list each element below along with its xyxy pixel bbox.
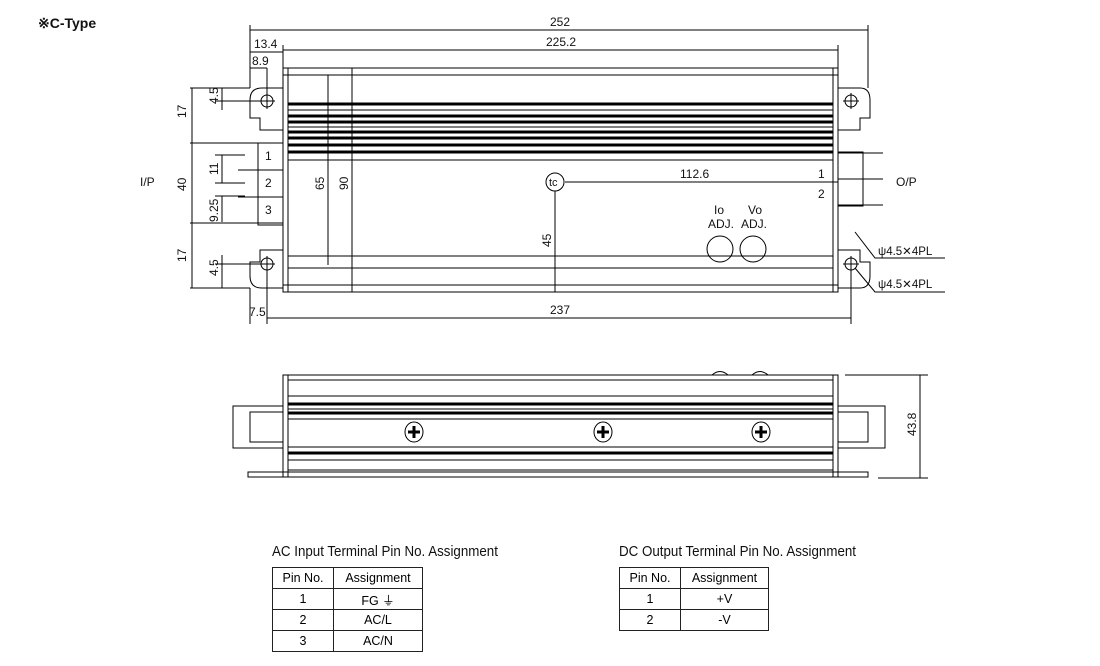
drawing-title: ※C-Type xyxy=(38,15,96,31)
dim-40: 40 xyxy=(175,177,189,191)
output-terminal-block: 1 2 xyxy=(818,151,883,207)
dim-65: 65 xyxy=(313,176,327,190)
ac-table-title: AC Input Terminal Pin No. Assignment xyxy=(272,544,498,560)
top-view: 1 2 3 1 2 I/P O/P tc 112.6 45 Io ADJ. Vo… xyxy=(140,15,945,324)
dim-hole-edge: 7.5 xyxy=(249,305,266,319)
vo-adj-potentiometer[interactable] xyxy=(739,235,767,263)
dim-overall-length: 252 xyxy=(550,15,570,29)
mount-hole-icon xyxy=(259,93,275,109)
output-pin-1-label: 1 xyxy=(818,167,825,181)
input-terminal-block: 1 2 3 xyxy=(238,142,284,226)
vo-adj-label: Vo xyxy=(748,203,762,217)
dim-tc-x: 112.6 xyxy=(680,167,709,181)
left-flange-bottom xyxy=(249,249,283,289)
io-adj-potentiometer[interactable] xyxy=(706,235,734,263)
dim-4-5-bottom: 4.5 xyxy=(207,259,221,276)
heatsink-fins xyxy=(288,102,833,269)
screw-icon xyxy=(751,421,771,443)
dim-hole-offset: 8.9 xyxy=(252,54,269,68)
dim-17-bottom: 17 xyxy=(175,248,189,262)
side-case-body xyxy=(282,374,839,478)
case-body xyxy=(282,67,839,293)
mount-hole-icon xyxy=(843,93,859,109)
hole-note-2: ψ4.5✕4PL xyxy=(878,279,933,291)
dc-output-pin-table: Pin No.Assignment 1+V 2-V xyxy=(619,567,769,631)
input-pin-2-label: 2 xyxy=(265,176,272,190)
vo-adj-label-2: ADJ. xyxy=(741,217,767,231)
screw-icon xyxy=(404,421,424,443)
table-header: Pin No. xyxy=(272,567,334,589)
dim-9-25: 9.25 xyxy=(207,198,221,222)
table-header: Assignment xyxy=(333,567,423,589)
right-flange-top xyxy=(838,87,871,131)
dim-4-5-top: 4.5 xyxy=(207,87,221,104)
screw-icon xyxy=(593,421,613,443)
table-row: 1+V xyxy=(619,588,769,610)
mount-hole-icon xyxy=(259,256,275,272)
output-pin-2-label: 2 xyxy=(818,187,825,201)
left-flange-top xyxy=(249,87,283,131)
io-adj-label: Io xyxy=(714,203,724,217)
dim-tc-y: 45 xyxy=(540,233,554,247)
dim-flange: 13.4 xyxy=(254,37,278,51)
hole-note-1: ψ4.5✕4PL xyxy=(878,246,933,258)
input-label: I/P xyxy=(140,175,155,189)
tc-label: tc xyxy=(549,177,558,189)
table-header: Pin No. xyxy=(619,567,681,589)
io-adj-label-2: ADJ. xyxy=(708,217,734,231)
table-header: Assignment xyxy=(680,567,769,589)
output-label: O/P xyxy=(896,175,917,189)
dim-body-length: 225.2 xyxy=(546,35,576,49)
table-row: 2-V xyxy=(619,609,769,631)
dim-height: 43.8 xyxy=(905,412,919,436)
dim-pin-pitch-11: 11 xyxy=(207,162,221,175)
side-view: 43.8 xyxy=(232,371,928,479)
input-pin-1-label: 1 xyxy=(265,149,272,163)
dim-hole-pitch: 237 xyxy=(550,303,570,317)
dim-17-top: 17 xyxy=(175,104,189,118)
input-pin-3-label: 3 xyxy=(265,203,272,217)
dim-90: 90 xyxy=(337,176,351,190)
dc-table-title: DC Output Terminal Pin No. Assignment xyxy=(619,544,857,560)
right-flange-bottom xyxy=(838,249,871,289)
